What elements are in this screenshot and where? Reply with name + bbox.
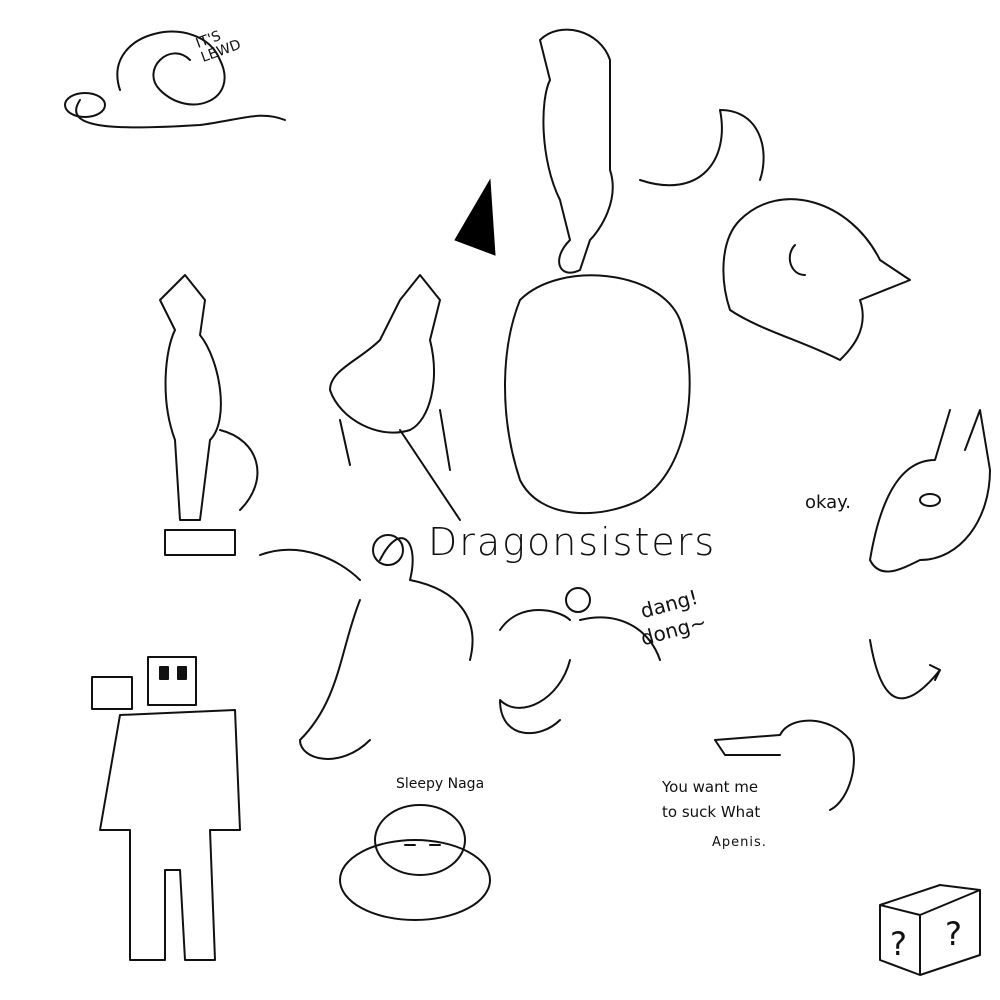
winged-dragon-left-sketch	[259, 534, 474, 760]
svg-text:?: ?	[945, 915, 962, 953]
dragon-head-sketch	[869, 409, 991, 700]
curled-creature-sketch	[64, 30, 286, 129]
answer-text: Apenis.	[712, 835, 767, 850]
party-hat-icon	[454, 178, 496, 256]
winged-dragon-right-sketch	[499, 587, 661, 734]
mystery-box-icon: ? ?	[879, 884, 981, 976]
robot-figure-sketch	[91, 656, 241, 961]
question-line-1: You want me	[662, 778, 759, 796]
question-line-2: to suck What	[662, 803, 761, 821]
tall-creature-sketch	[504, 28, 765, 515]
svg-text:?: ?	[890, 925, 907, 963]
sleepy-naga-label: Sleepy Naga	[396, 776, 485, 792]
dragonsisters-title: Dragonsisters	[428, 520, 717, 564]
sitting-dragon-sketch	[329, 274, 461, 521]
bird-head-sketch	[722, 198, 911, 361]
okay-text: okay.	[805, 492, 851, 513]
sleepy-naga-sketch	[339, 804, 491, 921]
small-dragon-head-sketch	[714, 719, 855, 811]
standing-creature-sketch	[159, 274, 259, 556]
